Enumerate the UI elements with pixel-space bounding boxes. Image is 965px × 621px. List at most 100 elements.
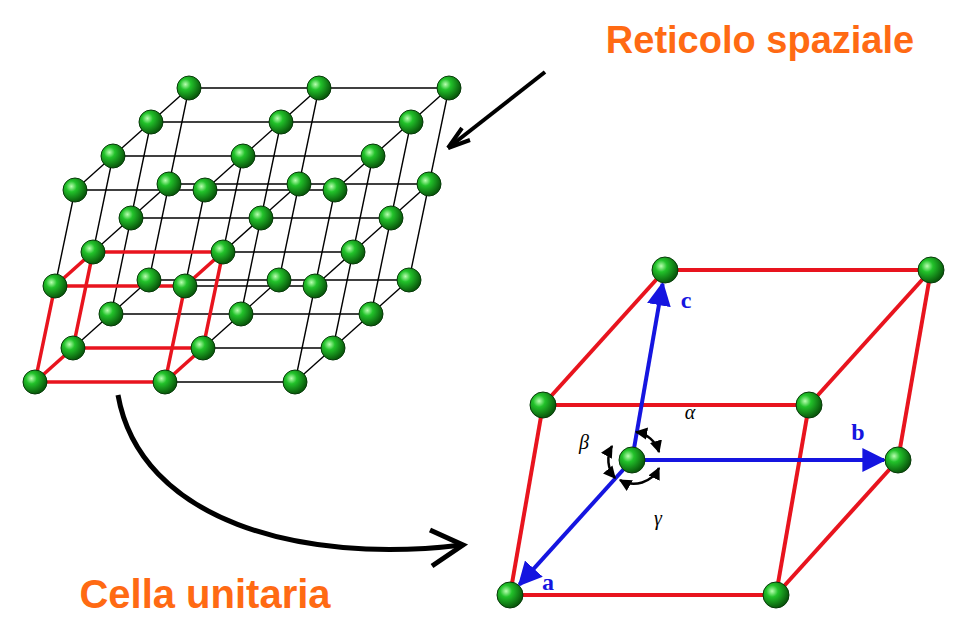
curved-arrowhead <box>430 530 463 566</box>
lattice-vector <box>632 284 663 460</box>
lattice-point <box>61 336 85 360</box>
lattice-point <box>437 76 461 100</box>
lattice-line <box>165 381 295 382</box>
lattice-point <box>269 110 293 134</box>
cell-edge <box>809 270 931 405</box>
lattice-line <box>149 184 169 280</box>
lattice-point <box>379 206 403 230</box>
lattice-point <box>153 370 177 394</box>
lattice-point <box>619 447 645 473</box>
lattice-point <box>652 257 678 283</box>
lattice-point <box>530 392 556 418</box>
lattice-line <box>279 184 299 280</box>
lattice-point <box>193 178 217 202</box>
lattice-line <box>223 251 353 252</box>
lattice-point <box>231 144 255 168</box>
lattice-point <box>137 268 161 292</box>
lattice-vector <box>632 458 884 462</box>
vector-label: b <box>851 420 864 444</box>
lattice-line <box>75 189 205 190</box>
lattice-line <box>241 313 371 314</box>
lattice-point <box>267 268 291 292</box>
lattice-line <box>55 284 185 288</box>
lattice-point <box>43 274 67 298</box>
lattice-line <box>169 88 189 184</box>
lattice-vector <box>519 460 632 585</box>
lattice-point <box>173 274 197 298</box>
lattice-line <box>185 285 315 286</box>
lattice-point <box>249 206 273 230</box>
lattice-point <box>361 144 385 168</box>
lattice-point <box>307 76 331 100</box>
lattice-line <box>299 183 429 184</box>
lattice-line <box>295 286 315 382</box>
lattice-line <box>391 122 411 218</box>
lattice-line <box>35 380 165 384</box>
figure-heading: Cella unitaria <box>79 574 330 614</box>
lattice-line <box>93 156 113 252</box>
angle-label: β <box>579 432 589 452</box>
lattice-line <box>279 279 409 280</box>
lattice-line <box>315 190 335 286</box>
cell-edge <box>776 405 809 595</box>
lattice-line <box>35 286 55 382</box>
lattice-line <box>131 122 151 218</box>
lattice-point <box>211 240 235 264</box>
lattice-point <box>399 110 423 134</box>
lattice-line <box>149 279 279 280</box>
angle-arc <box>608 446 615 478</box>
lattice-line <box>429 88 449 184</box>
figure-heading: Reticolo spaziale <box>606 21 914 59</box>
lattice-line <box>203 252 223 348</box>
lattice-point <box>139 110 163 134</box>
pointer-arrowhead <box>448 128 470 148</box>
lattice-line <box>409 184 429 280</box>
lattice-line <box>169 183 299 184</box>
unit-cell <box>497 257 944 608</box>
lattice-point <box>229 302 253 326</box>
lattice-line <box>261 217 391 218</box>
lattice-line <box>333 252 353 348</box>
lattice-point <box>119 206 143 230</box>
lattice-line <box>243 155 373 156</box>
lattice-point <box>341 240 365 264</box>
lattice-line <box>353 156 373 252</box>
lattice-line <box>151 121 281 122</box>
angle-label: γ <box>654 508 662 528</box>
lattice-line <box>165 286 185 382</box>
angle-label: α <box>685 402 696 422</box>
lattice-line <box>371 218 391 314</box>
lattice-point <box>101 144 125 168</box>
lattice-point <box>359 302 383 326</box>
lattice-line <box>111 313 241 314</box>
lattice-point <box>177 76 201 100</box>
lattice-line <box>203 347 333 348</box>
lattice-point <box>321 336 345 360</box>
lattice-point <box>323 178 347 202</box>
lattice-line <box>281 121 411 122</box>
lattice-line <box>73 346 203 350</box>
lattice-line <box>205 189 335 190</box>
lattice-point <box>763 582 789 608</box>
lattice-point <box>885 447 911 473</box>
lattice-line <box>73 252 93 348</box>
lattice-point <box>397 268 421 292</box>
lattice-line <box>223 156 243 252</box>
space-lattice <box>23 76 461 394</box>
cell-edge <box>665 268 931 272</box>
lattice-point <box>99 302 123 326</box>
lattice-line <box>241 218 261 314</box>
lattice-point <box>796 392 822 418</box>
lattice-point <box>157 172 181 196</box>
cell-edge <box>543 403 809 407</box>
lattice-line <box>189 87 319 88</box>
lattice-point <box>303 274 327 298</box>
vector-label: a <box>542 570 554 594</box>
lattice-point <box>81 240 105 264</box>
lattice-point <box>283 370 307 394</box>
lattice-line <box>111 218 131 314</box>
lattice-line <box>93 250 223 254</box>
lattice-point <box>63 178 87 202</box>
